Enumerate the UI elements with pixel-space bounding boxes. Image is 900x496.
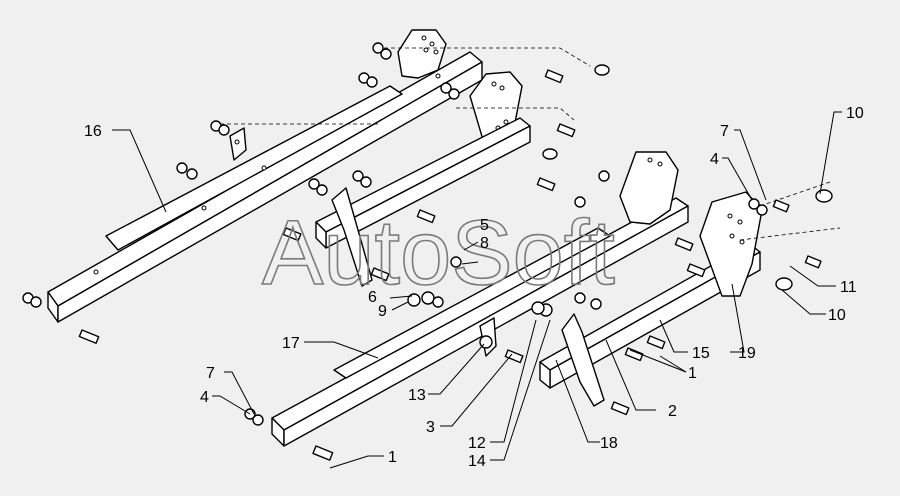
plate-part-19 <box>699 191 763 297</box>
callout-10-bottom: 10 <box>828 307 846 324</box>
callout-1-bottom: 1 <box>388 449 397 466</box>
callout-7-right: 7 <box>720 123 729 140</box>
callout-14: 14 <box>468 453 486 470</box>
leader-lines <box>112 111 842 469</box>
callout-4-right: 4 <box>710 151 719 168</box>
callout-1-right: 1 <box>688 365 697 382</box>
callout-18: 18 <box>600 435 618 452</box>
callout-12: 12 <box>468 435 486 452</box>
callout-8: 8 <box>480 235 489 252</box>
callout-4-left: 4 <box>200 389 209 406</box>
callout-11: 11 <box>840 279 857 296</box>
callout-10-top: 10 <box>846 105 864 122</box>
lower-rear-plate <box>619 151 679 225</box>
callout-16: 16 <box>84 123 102 140</box>
callout-13: 13 <box>408 387 426 404</box>
upper-short-rail <box>315 117 531 249</box>
callout-2: 2 <box>668 403 677 420</box>
callout-17: 17 <box>282 335 300 352</box>
callout-6: 6 <box>368 289 377 306</box>
upper-left-bracket <box>229 127 247 161</box>
assembly-lines <box>220 47 841 241</box>
upper-rear-plate <box>397 29 447 79</box>
watermark-text: AutoSoft <box>262 202 615 304</box>
rail-part-15 <box>539 243 761 389</box>
callout-numbers: 16 17 10 7 4 11 10 19 15 1 2 18 12 14 3 … <box>84 105 864 470</box>
callout-9: 9 <box>378 303 387 320</box>
callout-3: 3 <box>426 419 435 436</box>
upper-vertical-bracket <box>331 187 373 287</box>
callout-5: 5 <box>480 217 489 234</box>
callout-19: 19 <box>738 345 756 362</box>
rail-part-16 <box>47 51 483 323</box>
callout-15: 15 <box>692 345 710 362</box>
callout-7-left: 7 <box>206 365 215 382</box>
plate-part-18 <box>561 313 605 407</box>
